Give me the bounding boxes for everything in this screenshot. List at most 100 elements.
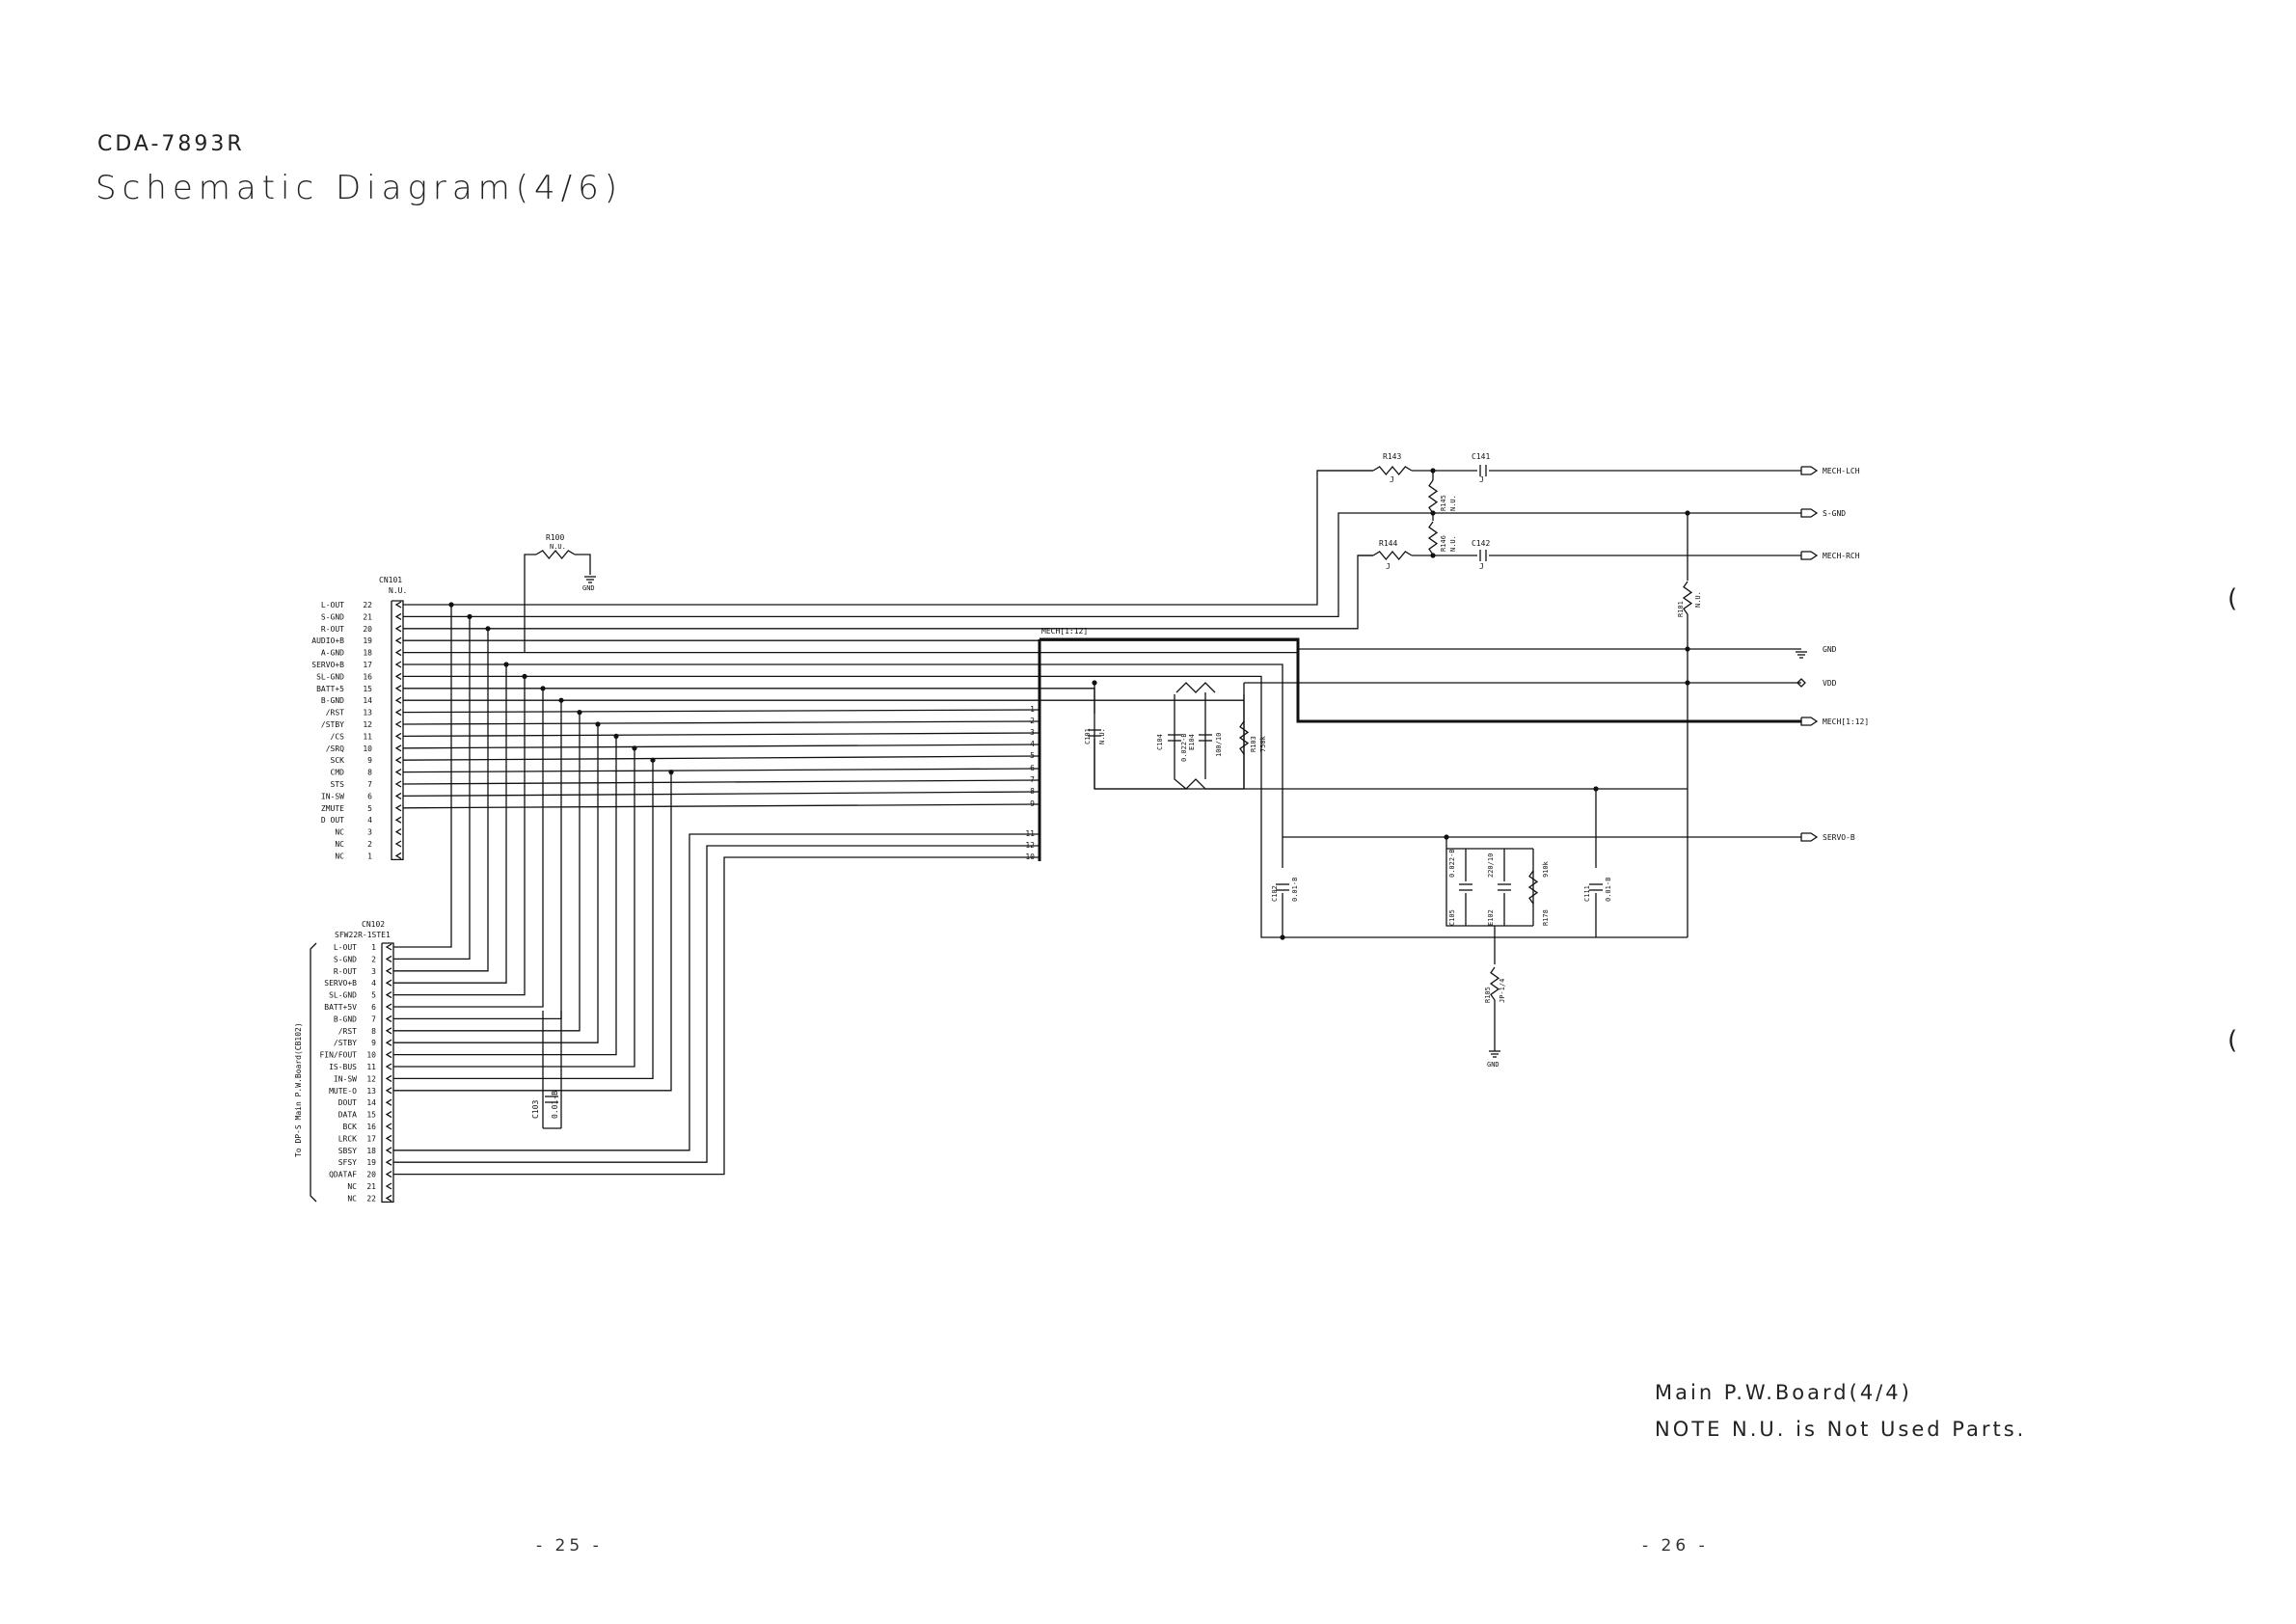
cn101-pin-label: IN-SW <box>321 792 344 800</box>
cn102-pin-label: SBSY <box>338 1147 357 1155</box>
c105-ref: C105 <box>1448 909 1456 926</box>
pin-arrow <box>394 732 402 740</box>
junction-dot <box>650 757 656 763</box>
r103-ref: R103 <box>1250 736 1257 752</box>
cn102-pin-number: 14 <box>366 1098 376 1107</box>
cn101-pin-number: 20 <box>363 625 372 634</box>
cn102-pin-number: 17 <box>366 1134 376 1143</box>
pin-arrow <box>385 1134 392 1142</box>
cn102-to-cn101-trace <box>393 771 672 1092</box>
cn101-signal-trace <box>402 744 1040 749</box>
cn102-pin-number: 1 <box>371 943 376 952</box>
junction-dot <box>1685 646 1690 652</box>
c103-value: 0.01-B <box>551 1091 559 1119</box>
pin-arrow <box>385 979 392 987</box>
page-title: Schematic Diagram(4/6) <box>95 169 624 207</box>
pin-arrow <box>385 1111 392 1119</box>
pin-arrow <box>385 1039 392 1046</box>
pin-arrow <box>385 1051 392 1059</box>
bus-label: MECH[1:12] <box>1041 627 1088 636</box>
resistor-symbol <box>1489 966 1500 1001</box>
trace-servo <box>403 663 1801 838</box>
r100-wire <box>524 554 536 653</box>
r105-gnd-label: GND <box>1487 1061 1499 1069</box>
pin-arrow <box>394 744 402 752</box>
port-symbol <box>1800 551 1819 560</box>
junction-dot <box>485 626 491 632</box>
pin-arrow <box>385 955 392 962</box>
cn101-signal-trace <box>402 720 1040 725</box>
e102-value: 220/10 <box>1487 853 1495 878</box>
trace-slgnd <box>403 675 1688 938</box>
r100-value: N.U. <box>550 543 566 551</box>
pin-arrow <box>385 991 392 999</box>
cn101-pin-number: 22 <box>363 601 372 609</box>
c142-value: J <box>1479 562 1484 571</box>
junction-dot <box>1092 680 1097 686</box>
cn102-pin-label: IN-SW <box>334 1074 357 1083</box>
cn101-pin-number: 8 <box>367 769 372 777</box>
cn102-body <box>381 942 394 1204</box>
cn102-value: SFW22R-1STE1 <box>335 931 391 939</box>
cn102-to-cn101-trace <box>393 724 599 1043</box>
pin-arrow <box>385 1015 392 1022</box>
junction-dot <box>558 697 564 703</box>
r145-ref: R145 <box>1440 495 1447 511</box>
e102-ref: E102 <box>1487 909 1495 926</box>
cn102-pin-label: QDATAF <box>329 1171 357 1179</box>
pin-arrow <box>394 625 402 633</box>
junction-dot <box>1430 553 1436 558</box>
wiring <box>310 465 1819 1204</box>
wire <box>1175 682 1216 693</box>
cn102-pin-label: MUTE-O <box>329 1087 357 1096</box>
cn101-pin-label: A-GND <box>321 649 344 658</box>
pin-arrow <box>394 792 402 799</box>
pin-arrow <box>394 672 402 680</box>
cn101-pin-label: NC <box>335 852 344 860</box>
pin-arrow <box>385 1087 392 1095</box>
pin-arrow <box>394 685 402 692</box>
r105-ref: R105 <box>1484 987 1492 1003</box>
cn102-pin-label: BATT+5V <box>324 1003 357 1012</box>
cn101-pin-number: 14 <box>363 696 372 705</box>
cn101-pin-label: NC <box>335 828 344 837</box>
bus-entry-number: 9 <box>1030 799 1035 808</box>
cn102-pin-number: 7 <box>371 1015 376 1023</box>
cn102-pin-label: NC <box>347 1182 357 1191</box>
port-label: S-GND <box>1823 509 1846 518</box>
pin-arrow <box>385 1074 392 1082</box>
c111-value: 0.01-B <box>1605 878 1612 902</box>
cn101-pin-number: 1 <box>367 852 372 860</box>
cn102-to-cn101-trace <box>393 712 581 1032</box>
bus-entry-number: 4 <box>1030 740 1035 748</box>
cn101-pin-number: 21 <box>363 612 372 621</box>
cn101-pin-label: L-OUT <box>321 601 344 609</box>
c104-value: 0.022-B <box>1180 733 1188 762</box>
c141-value: J <box>1479 475 1484 484</box>
junction-dot <box>1685 680 1690 686</box>
cn101-signal-trace <box>402 768 1040 773</box>
junction-dot <box>448 602 454 608</box>
cn102-pin-number: 11 <box>366 1063 376 1071</box>
junction-dot <box>1593 786 1599 792</box>
r143-ref: R143 <box>1383 452 1401 461</box>
cn102-pin-number: 19 <box>366 1158 376 1167</box>
port-label: MECH[1:12] <box>1823 717 1869 726</box>
pin-arrow <box>394 756 402 764</box>
cn102-pin-number: 16 <box>366 1123 376 1131</box>
resistor-symbol <box>1372 550 1413 561</box>
cn101-pin-number: 11 <box>363 732 372 741</box>
cn102-pin-label: FIN/FOUT <box>319 1051 357 1060</box>
port-label: GND <box>1823 645 1837 654</box>
cn102-pin-label: DATA <box>338 1111 357 1120</box>
port-symbol <box>1800 466 1819 475</box>
cn102-to-cn101-trace <box>393 747 635 1068</box>
junction-dot <box>1430 510 1436 516</box>
cn101-pin-number: 5 <box>367 804 372 813</box>
pin-arrow <box>394 828 402 836</box>
junction-dot <box>1444 834 1449 840</box>
port-label: MECH-LCH <box>1823 467 1860 475</box>
cn102-to-cn101-trace <box>393 628 489 972</box>
cn101-pin-number: 18 <box>363 649 372 658</box>
pin-arrow <box>394 709 402 717</box>
